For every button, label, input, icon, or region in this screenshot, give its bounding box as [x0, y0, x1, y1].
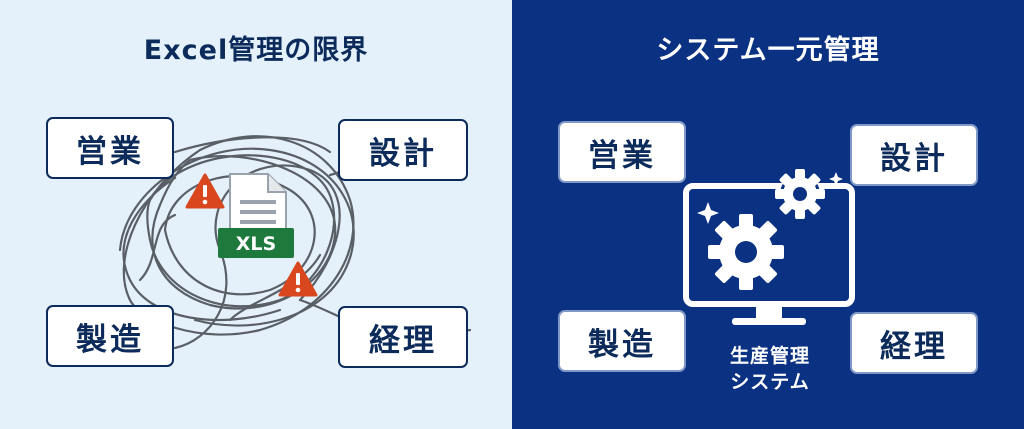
- sparkle-icon: [697, 202, 719, 224]
- sales-box: 営業: [558, 121, 686, 183]
- xls-badge: XLS: [236, 233, 276, 255]
- warning-icon: [185, 173, 225, 209]
- caption-line-1: 生産管理: [729, 345, 810, 367]
- design-box: 設計: [338, 119, 468, 181]
- unified-system-panel: システム一元管理: [512, 0, 1024, 429]
- accounting-box: 経理: [850, 312, 978, 374]
- accounting-box: 経理: [338, 306, 468, 368]
- production-system-caption: 生産管理 システム: [700, 343, 840, 395]
- excel-file-icon: XLS: [218, 173, 294, 258]
- caption-line-2: システム: [730, 371, 810, 393]
- warning-icon: [278, 261, 318, 297]
- monitor-icon: [683, 169, 855, 325]
- sparkle-icon: [829, 172, 843, 186]
- manufacturing-box: 製造: [46, 305, 174, 367]
- excel-panel-title: Excel管理の限界: [143, 35, 369, 66]
- gear-icon: [775, 169, 825, 219]
- design-box: 設計: [850, 124, 978, 186]
- sales-box: 営業: [46, 117, 174, 179]
- excel-management-panel: Excel管理の限界: [0, 0, 512, 429]
- manufacturing-box: 製造: [558, 310, 686, 372]
- gear-icon: [708, 214, 784, 290]
- system-panel-title: システム一元管理: [656, 35, 880, 66]
